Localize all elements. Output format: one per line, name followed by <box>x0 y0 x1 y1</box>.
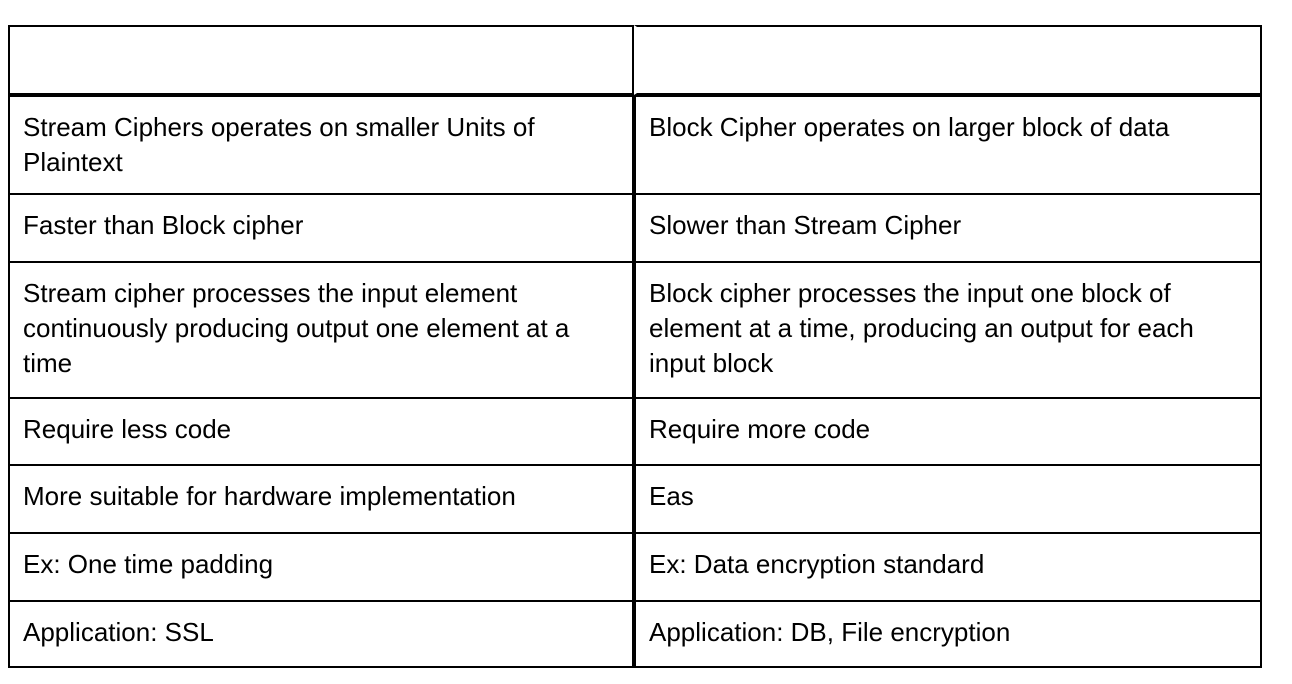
cell-stream-cipher: Stream cipher processes the input elemen… <box>8 263 634 399</box>
cell-text: Stream cipher processes the input elemen… <box>23 278 570 378</box>
table-row: Stream Ciphers operates on smaller Units… <box>8 95 1262 195</box>
column-header-stream-cipher-label: Stream Cipher <box>233 45 409 75</box>
table-row: Ex: One time padding Ex: Data encryption… <box>8 534 1262 602</box>
cell-text: Block Cipher operates on larger block of… <box>649 112 1170 142</box>
cell-text: More suitable for hardware implementatio… <box>23 481 516 511</box>
cell-text: Stream Ciphers operates on smaller Units… <box>23 112 535 177</box>
cell-text: Application: DB, File encryption <box>649 617 1011 647</box>
table-header: Stream Cipher Block Cipher <box>8 25 1262 95</box>
cell-block-cipher: Ex: Data encryption standard <box>634 534 1262 602</box>
cell-stream-cipher: Application: SSL <box>8 602 634 668</box>
table-row: Faster than Block cipher Slower than Str… <box>8 195 1262 263</box>
cell-stream-cipher: Require less code <box>8 399 634 466</box>
table-row: Require less code Require more code <box>8 399 1262 466</box>
cell-text: Ex: Data encryption standard <box>649 549 985 579</box>
cell-text: Slower than Stream Cipher <box>649 210 962 240</box>
cell-block-cipher: Require more code <box>634 399 1262 466</box>
column-header-block-cipher: Block Cipher <box>634 25 1262 95</box>
cell-text: Require less code <box>23 414 232 444</box>
table-row: Stream cipher processes the input elemen… <box>8 263 1262 399</box>
cell-stream-cipher: Faster than Block cipher <box>8 195 634 263</box>
cell-block-cipher: Block Cipher operates on larger block of… <box>634 95 1262 195</box>
cell-stream-cipher: Ex: One time padding <box>8 534 634 602</box>
cell-text: Eas <box>649 481 694 511</box>
cell-stream-cipher: Stream Ciphers operates on smaller Units… <box>8 95 634 195</box>
table-row: More suitable for hardware implementatio… <box>8 466 1262 534</box>
column-header-block-cipher-label: Block Cipher <box>871 45 1026 75</box>
cell-text: Require more code <box>649 414 871 444</box>
table-row: Application: SSL Application: DB, File e… <box>8 602 1262 668</box>
cipher-comparison-table: Stream Cipher Block Cipher Stream Cipher… <box>8 25 1262 668</box>
cell-text: Faster than Block cipher <box>23 210 304 240</box>
cell-block-cipher: Block cipher processes the input one blo… <box>634 263 1262 399</box>
cell-block-cipher: Slower than Stream Cipher <box>634 195 1262 263</box>
header-row: Stream Cipher Block Cipher <box>8 25 1262 95</box>
column-header-stream-cipher: Stream Cipher <box>8 25 634 95</box>
table-body: Stream Ciphers operates on smaller Units… <box>8 95 1262 668</box>
cell-stream-cipher: More suitable for hardware implementatio… <box>8 466 634 534</box>
cell-block-cipher: Application: DB, File encryption <box>634 602 1262 668</box>
cell-block-cipher: Eas <box>634 466 1262 534</box>
cell-text: Ex: One time padding <box>23 549 274 579</box>
cell-text: Application: SSL <box>23 617 214 647</box>
cell-text: Block cipher processes the input one blo… <box>649 278 1194 378</box>
